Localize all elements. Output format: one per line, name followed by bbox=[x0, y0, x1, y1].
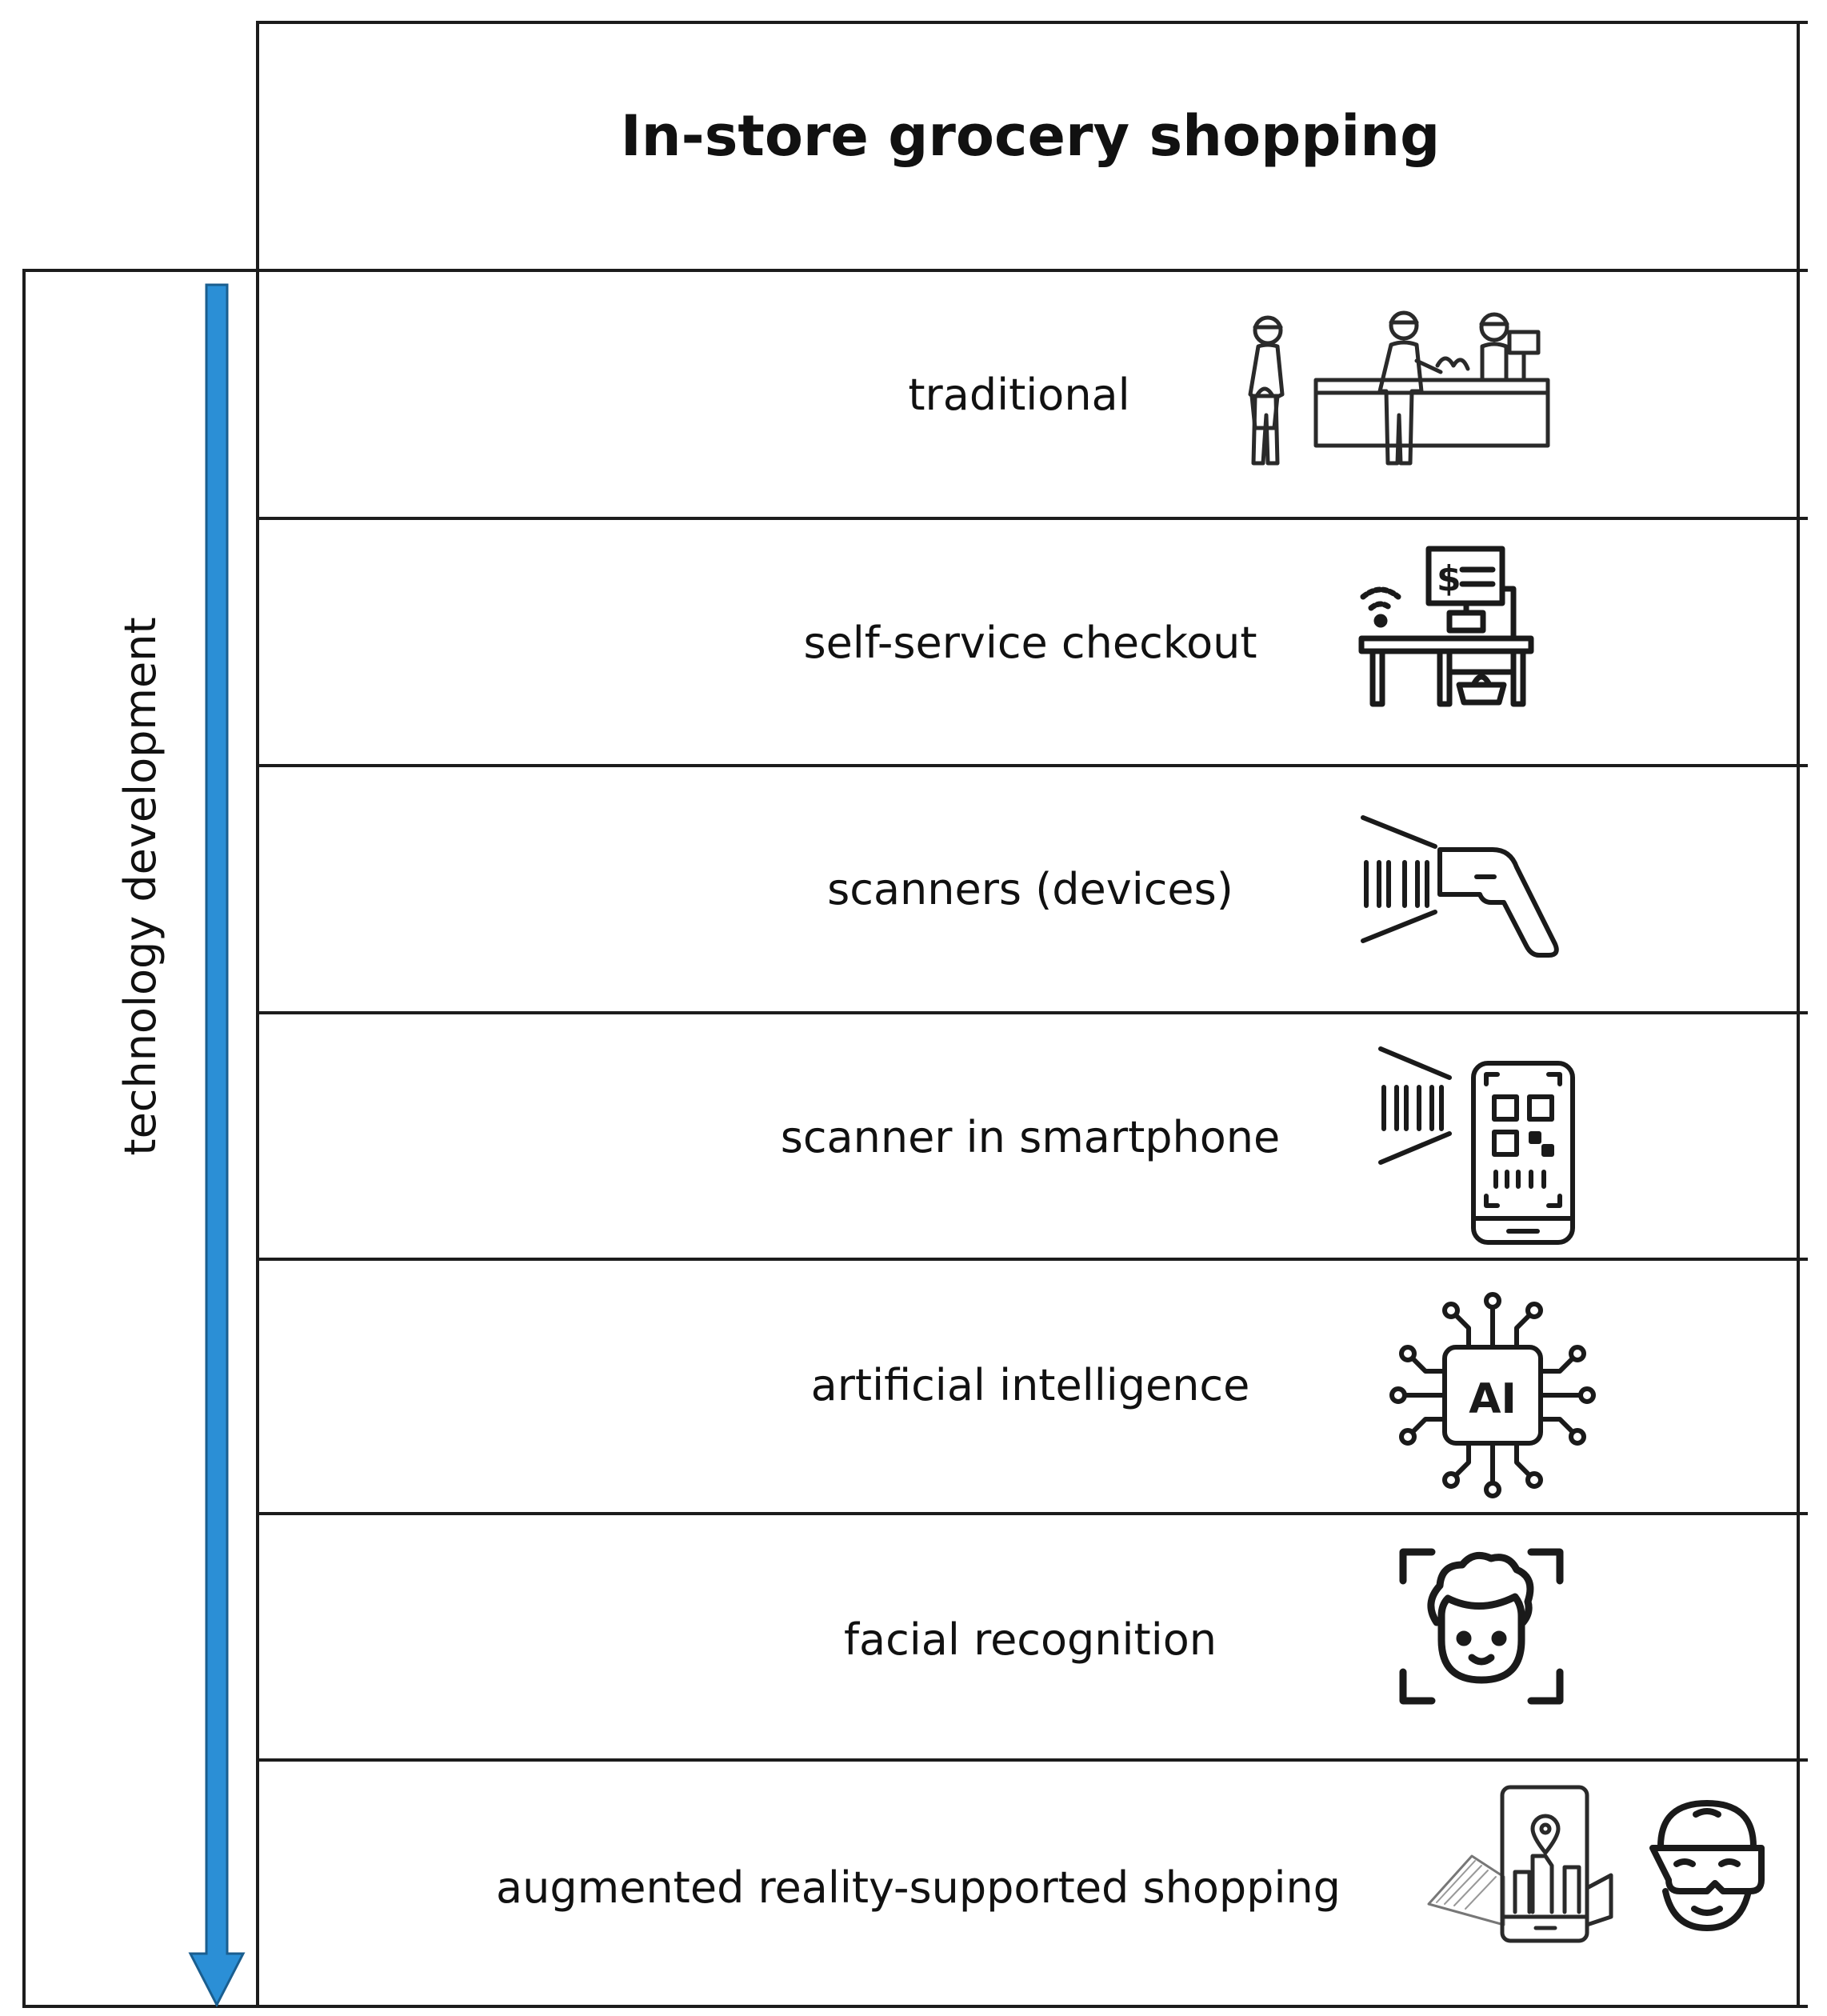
row-label-facial-recognition: facial recognition bbox=[844, 1614, 1217, 1665]
side-panel-left-line bbox=[22, 269, 26, 2008]
ar-map-phone-icon bbox=[1425, 1784, 1617, 1944]
cashier-checkout-icon bbox=[1228, 308, 1552, 472]
self-checkout-kiosk-icon: $ bbox=[1357, 544, 1537, 708]
row-divider-2 bbox=[256, 764, 1808, 767]
row-divider-1 bbox=[256, 517, 1808, 520]
smartphone-qr-scanner-icon bbox=[1374, 1044, 1578, 1248]
technology-development-label: technology development bbox=[114, 617, 166, 1156]
arrow-shape bbox=[188, 283, 246, 2008]
row-label-scanner-in-smartphone: scanner in smartphone bbox=[780, 1112, 1281, 1162]
face-scan-icon bbox=[1397, 1546, 1566, 1707]
row-divider-5 bbox=[256, 1512, 1808, 1515]
header-bottom-line bbox=[22, 269, 1808, 272]
row-label-self-service-checkout: self-service checkout bbox=[803, 618, 1257, 668]
row-divider-3 bbox=[256, 1011, 1808, 1014]
row-label-scanners-devices: scanners (devices) bbox=[827, 864, 1233, 914]
ai-chip-icon: AI bbox=[1389, 1291, 1597, 1499]
ai-chip-text: AI bbox=[1469, 1375, 1517, 1423]
row-label-artificial-intelligence: artificial intelligence bbox=[810, 1360, 1250, 1410]
row-label-augmented-reality: augmented reality-supported shopping bbox=[496, 1862, 1341, 1913]
svg-text:$: $ bbox=[1437, 558, 1461, 599]
frame-inner-left-line bbox=[256, 21, 259, 2008]
row-divider-4 bbox=[256, 1258, 1808, 1261]
vr-headset-face-icon bbox=[1646, 1798, 1768, 1933]
frame-top-line bbox=[256, 21, 1808, 24]
frame-bottom-line bbox=[22, 2005, 1808, 2008]
barcode-scanner-icon bbox=[1357, 813, 1561, 965]
frame-right-line bbox=[1797, 21, 1800, 2008]
down-arrow-icon bbox=[188, 283, 246, 2008]
row-label-traditional: traditional bbox=[908, 370, 1130, 420]
page-title: In-store grocery shopping bbox=[620, 103, 1441, 169]
row-divider-6 bbox=[256, 1758, 1808, 1762]
